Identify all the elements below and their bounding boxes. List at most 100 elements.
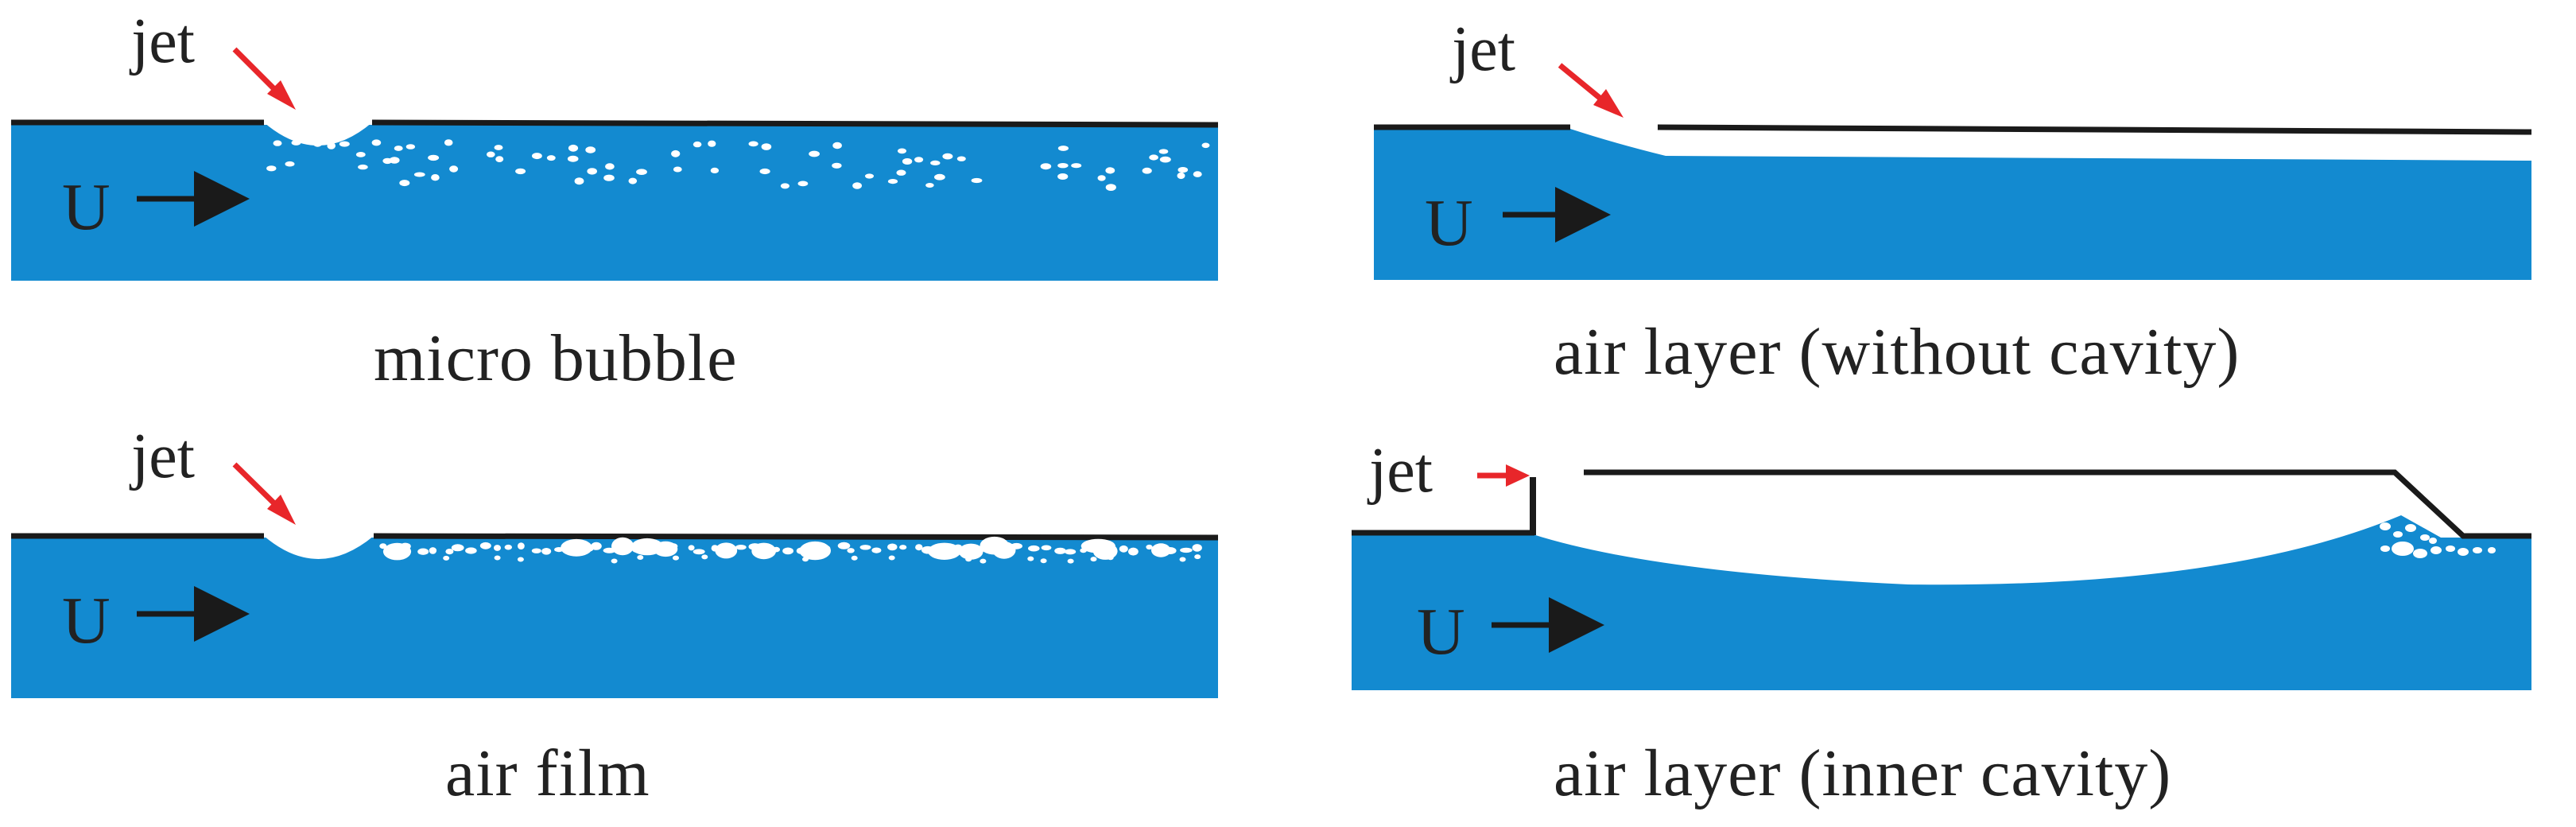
bubble [896,169,906,176]
bubble [1090,557,1097,562]
wall-downstream [371,119,1219,128]
panel-caption: air film [445,736,650,810]
bubble [546,155,556,161]
bubble [389,157,400,164]
bubble [971,177,983,184]
bubble [1065,549,1077,555]
bubble [574,177,584,185]
bubble [832,162,842,169]
bubble [902,158,913,165]
bubble [2405,524,2416,532]
bubble [517,557,524,562]
bubble [443,555,450,561]
bubble [1201,142,1210,149]
bubble [980,558,987,564]
bubble [1164,547,1177,554]
bubble [832,142,842,149]
bubble [942,153,953,160]
jet-arrow-head [1593,89,1624,118]
bubble [1146,544,1153,550]
bubble [1105,167,1115,174]
bubble [451,544,464,552]
bubble [1194,554,1201,560]
bubble [899,545,907,550]
bubble [429,547,437,554]
bubble [887,543,898,551]
bubble [715,542,738,559]
jet-air-pocket [264,122,372,146]
bubble [2393,531,2403,538]
bubble [585,146,596,153]
bubble [494,555,501,561]
bubble [1105,184,1116,192]
bubble [958,543,983,560]
bubble [799,541,831,561]
bubble [628,177,638,184]
bubble [1040,558,1047,564]
bubble [1067,558,1074,564]
bubble [339,141,350,147]
bubble [479,542,491,549]
air-film-bubbles [379,536,1202,564]
bubble [965,557,972,562]
panel-air-film: jet U air film [11,421,1219,810]
jet-arrow-shaft [232,462,281,510]
bubble [701,554,708,560]
bubble [428,154,440,161]
bubble [1159,156,1171,163]
bubble [992,542,1016,559]
bubble [888,555,895,561]
bubble [710,167,720,173]
bubble [669,543,678,549]
bubble [637,555,644,560]
bubble [2473,547,2482,553]
bubble [928,542,961,560]
flow-label-u: U [62,170,111,244]
bubble [2380,546,2390,552]
jet-arrow-head [267,495,296,525]
bubble [417,548,429,555]
bubble [2429,538,2437,544]
micro-bubbles [266,139,1210,192]
bubble [273,140,282,146]
bubble [1097,175,1106,181]
water-body [11,125,1218,281]
wall-downstream [1657,124,2532,135]
bubble [1158,149,1169,154]
bubble [327,142,336,149]
jet-label: jet [129,6,195,76]
jet-arrow-shaft [1558,63,1607,104]
cavity-wall [1584,469,2531,539]
bubble [822,546,831,552]
bubble [852,182,862,189]
bubble [859,545,871,550]
bubble [371,139,382,146]
bubble [2488,547,2496,553]
bubble [567,155,579,162]
bubble [611,558,618,564]
bubble [636,169,647,175]
water-body [1352,515,2531,690]
bubble [405,144,416,149]
bubble [399,180,410,187]
bubble [1071,163,1082,169]
bubble [1041,545,1052,551]
bubble [673,555,679,561]
bubble [915,544,923,551]
water-body [1374,129,2531,280]
panel-micro-bubble: jet U micro bubble [11,6,1219,395]
bubble [1040,163,1052,170]
bubble [532,153,542,160]
bubble [2420,534,2430,541]
jet-air-pocket [264,536,374,559]
bubble [531,548,541,553]
bubble [2380,522,2391,530]
bubble [394,146,403,151]
bubble [494,545,501,551]
bubble [865,173,874,179]
bubble [1149,154,1158,161]
bubble [847,548,855,553]
bubble [688,545,695,551]
bubble [837,542,851,549]
